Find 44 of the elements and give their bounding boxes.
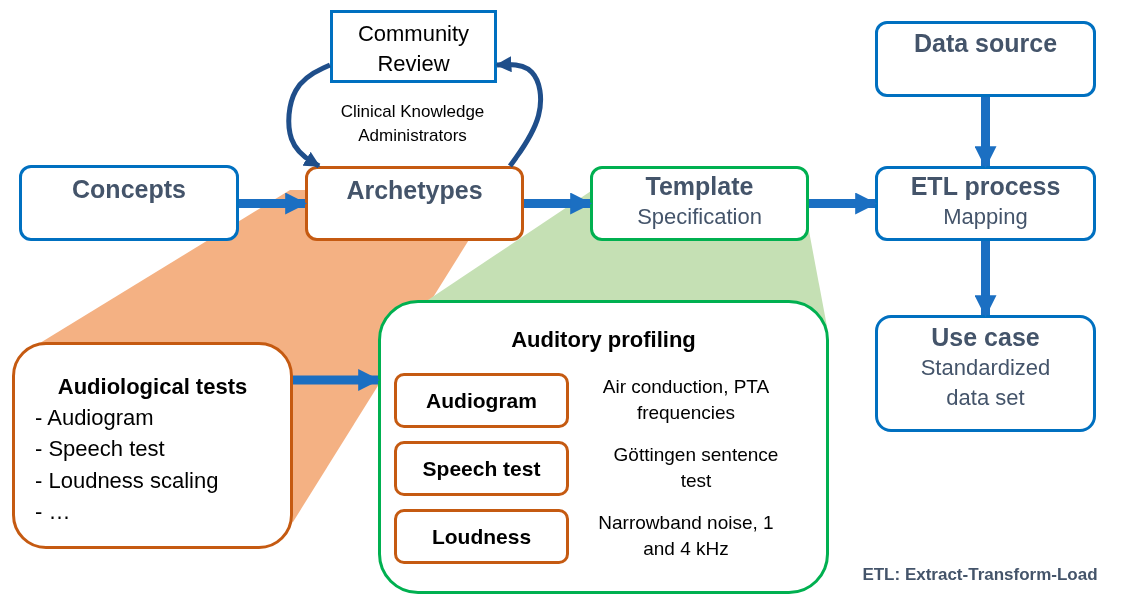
list-heading: Audiological tests [57,373,248,401]
footnote: ETL: Extract-Transform-Load [861,564,1099,586]
review-box [330,10,497,83]
test-box [394,509,569,564]
box-title: Template [644,171,755,202]
list-item: - Loudness scaling [35,466,219,495]
block-arrow [974,241,997,318]
box-label: Audiogram [426,388,537,413]
profiling-group-box [378,300,829,594]
process-box [590,166,809,241]
box-label: Speech test [422,456,541,481]
process-box [875,21,1096,97]
test-box [394,373,569,428]
test-box [394,441,569,496]
block-arrow [293,369,381,391]
test-description: Göttingen sentence test [612,442,780,494]
process-box [875,315,1096,432]
box-subtitle: Mapping [942,203,1029,232]
curved-arrow [495,56,544,168]
box-title: Archetypes [345,175,484,206]
box-subtitle: Standardized data set [919,354,1052,412]
process-box [305,166,524,241]
box-title: Use case [930,322,1041,353]
group-title: Auditory profiling [511,327,696,353]
test-description: Narrowband noise, 1 and 4 kHz [597,510,775,562]
list-item: - Speech test [35,435,165,464]
box-title: Data source [912,28,1059,59]
list-item: - Audiogram [35,404,154,433]
box-title: ETL process [909,171,1062,202]
block-arrow [524,192,593,215]
test-description: Air conduction, PTA frequencies [601,374,771,426]
curved-arrow [286,62,332,169]
block-arrow [809,192,878,215]
box-subtitle: Specification [636,203,763,232]
block-arrow [239,192,308,215]
process-box [19,165,239,241]
box-title: Concepts [71,174,187,205]
process-box [875,166,1096,241]
list-item: - … [35,497,71,526]
test-list-box [12,342,293,549]
block-arrow [974,97,997,169]
role-note: Clinical Knowledge Administrators [339,101,486,147]
box-label: Loudness [431,524,532,549]
box-label: Community Review [356,20,471,78]
